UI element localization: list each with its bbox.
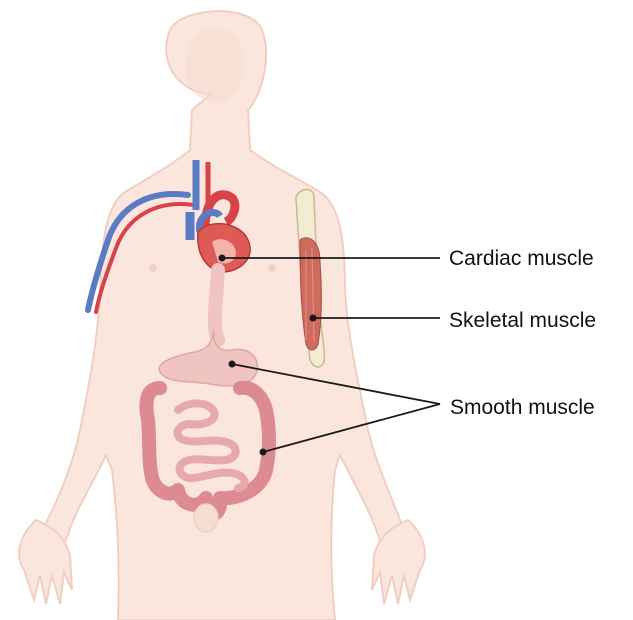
label-smooth-muscle: Smooth muscle — [450, 397, 595, 418]
label-skeletal-muscle: Skeletal muscle — [449, 310, 596, 331]
face-shade — [185, 27, 245, 103]
label-cardiac-muscle: Cardiac muscle — [449, 248, 594, 269]
body-silhouette — [19, 11, 425, 620]
body-outline — [42, 11, 404, 620]
leader-smooth-intestine-dot — [260, 449, 267, 456]
leader-smooth-stomach-dot — [229, 361, 236, 368]
nipple-left — [149, 264, 157, 272]
nipple-right — [268, 264, 276, 272]
leader-skeletal-dot — [310, 315, 317, 322]
esophagus — [215, 270, 218, 340]
leader-cardiac-dot — [219, 255, 226, 262]
pelvic-shape — [194, 504, 218, 532]
